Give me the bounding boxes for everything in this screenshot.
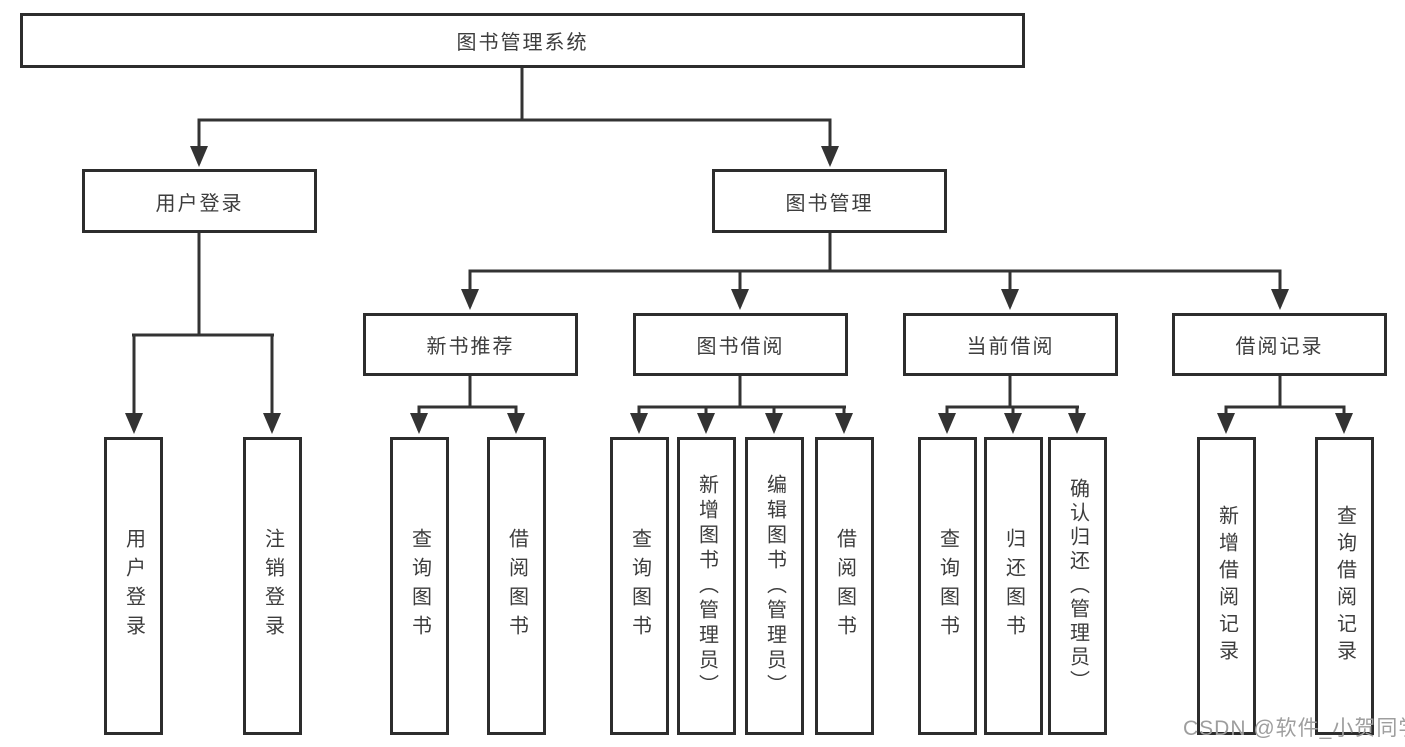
node-book-management: 图书管理: [712, 169, 947, 233]
leaf-add-borrow-record: 新增借阅记录: [1197, 437, 1256, 735]
connector-user-login: [125, 231, 281, 434]
node-book-borrowing: 图书借阅: [633, 313, 848, 376]
node-label: 确认归还（管理员）: [1066, 478, 1089, 694]
leaf-query-books-current: 查询图书: [918, 437, 977, 735]
leaf-edit-books-admin: 编辑图书（管理员）: [745, 437, 804, 735]
node-borrowing-records: 借阅记录: [1172, 313, 1387, 376]
leaf-query-books-borrowing: 查询图书: [610, 437, 669, 735]
node-label: 新增借阅记录: [1215, 505, 1238, 667]
node-label: 借阅记录: [1235, 336, 1324, 358]
node-current-borrowing: 当前借阅: [903, 313, 1118, 376]
leaf-borrow-books-borrowing: 借阅图书: [815, 437, 874, 735]
connector-root: [190, 66, 839, 167]
node-label: 图书借阅: [696, 336, 785, 358]
node-book-system: 图书管理系统: [20, 13, 1025, 68]
leaf-user-login: 用户登录: [104, 437, 163, 735]
connector-new-book-recommend: [410, 374, 525, 434]
node-label: 用户登录: [155, 192, 244, 215]
leaf-borrow-books-recommend: 借阅图书: [487, 437, 546, 735]
node-label: 借阅图书: [833, 528, 856, 644]
leaf-query-books-recommend: 查询图书: [390, 437, 449, 735]
node-new-book-recommend: 新书推荐: [363, 313, 578, 376]
node-label: 编辑图书（管理员）: [763, 473, 786, 699]
node-label: 注销登录: [261, 528, 284, 644]
node-label: 查询借阅记录: [1333, 505, 1356, 667]
node-label: 图书管理系统: [456, 32, 589, 54]
node-label: 当前借阅: [966, 336, 1055, 358]
connector-book-management: [461, 231, 1289, 310]
leaf-return-books: 归还图书: [984, 437, 1043, 735]
connector-current-borrowing: [938, 374, 1086, 434]
leaf-logout: 注销登录: [243, 437, 302, 735]
node-label: 图书管理: [785, 192, 874, 215]
leaf-add-books-admin: 新增图书（管理员）: [677, 437, 736, 735]
watermark: CSDN @软件_小贺同学: [1183, 717, 1405, 740]
node-label: 归还图书: [1002, 528, 1025, 644]
connector-book-borrowing: [630, 374, 853, 434]
node-label: 用户登录: [122, 528, 145, 644]
node-user-login: 用户登录: [82, 169, 317, 233]
node-label: 新书推荐: [426, 336, 515, 358]
leaf-confirm-return-admin: 确认归还（管理员）: [1048, 437, 1107, 735]
node-label: 查询图书: [628, 528, 651, 644]
node-label: 查询图书: [408, 528, 431, 644]
node-label: 查询图书: [936, 528, 959, 644]
leaf-query-borrow-record: 查询借阅记录: [1315, 437, 1374, 735]
node-label: 新增图书（管理员）: [695, 473, 718, 699]
node-label: 借阅图书: [505, 528, 528, 644]
connector-borrowing-records: [1217, 374, 1353, 434]
